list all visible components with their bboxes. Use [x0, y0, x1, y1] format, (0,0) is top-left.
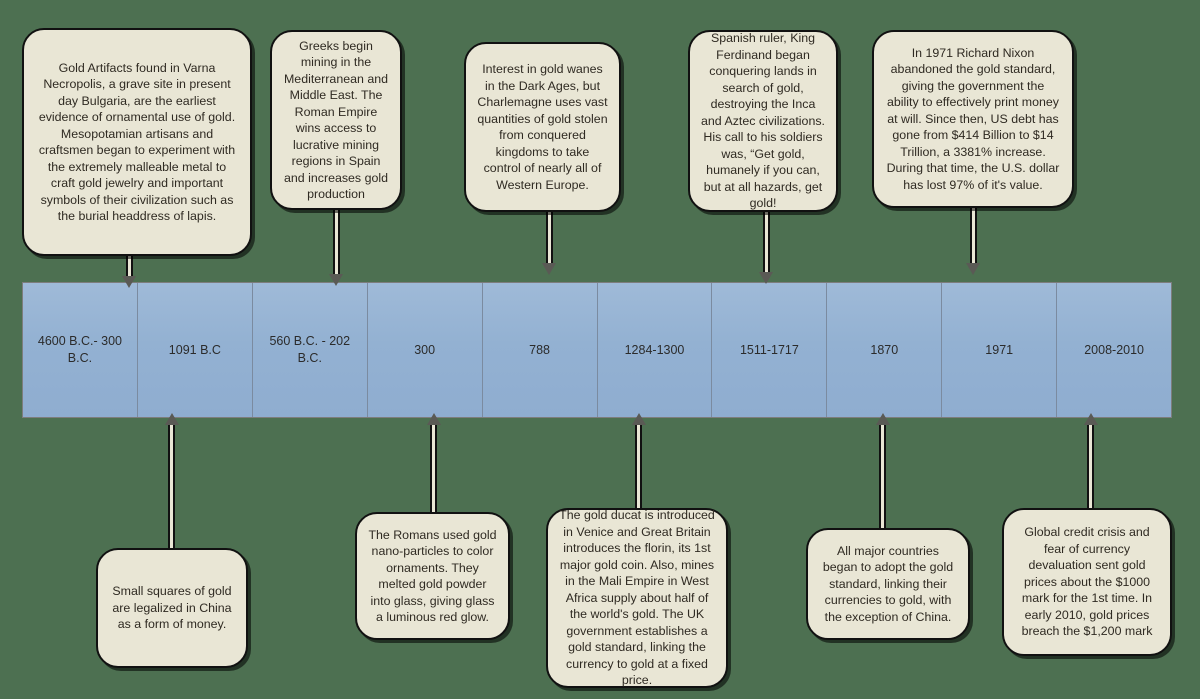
connector-stem-nixon [970, 204, 977, 266]
connector-stem-ducat-florin [635, 424, 642, 512]
timeline-cell-9[interactable]: 2008-2010 [1057, 283, 1171, 417]
callout-global-gold-standard[interactable]: All major countries began to adopt the g… [806, 528, 970, 640]
callout-text: Interest in gold wanes in the Dark Ages,… [477, 62, 608, 192]
timeline-cell-2[interactable]: 560 B.C. - 202 B.C. [253, 283, 368, 417]
timeline-cell-label: 1870 [870, 342, 899, 357]
timeline-cell-label: 788 [529, 342, 550, 357]
timeline-cell-3[interactable]: 300 [368, 283, 483, 417]
connector-arrow-credit-crisis [1084, 413, 1098, 425]
timeline-cell-1[interactable]: 1091 B.C [138, 283, 253, 417]
timeline-cell-0[interactable]: 4600 B.C.- 300 B.C. [23, 283, 138, 417]
callout-greek-roman-mining[interactable]: Greeks begin mining in the Mediterranean… [270, 30, 402, 210]
callout-text: Small squares of gold are legalized in C… [112, 584, 232, 632]
connector-arrow-roman-nanoparticles [427, 413, 441, 425]
connector-arrow-dark-ages [542, 263, 556, 275]
callout-text: All major countries began to adopt the g… [822, 543, 954, 624]
callout-text: Global credit crisis and fear of currenc… [1021, 525, 1153, 639]
connector-stem-global-gold-standard [879, 424, 886, 532]
callout-text: In 1971 Richard Nixon abandoned the gold… [886, 45, 1060, 192]
timeline-cell-5[interactable]: 1284-1300 [598, 283, 713, 417]
connector-arrow-nixon [966, 263, 980, 275]
timeline-cell-label: 4600 B.C.- 300 B.C. [37, 334, 122, 365]
callout-dark-ages-charlemagne[interactable]: Interest in gold wanes in the Dark Ages,… [464, 42, 621, 212]
timeline-cell-8[interactable]: 1971 [942, 283, 1058, 417]
callout-china-gold-squares[interactable]: Small squares of gold are legalized in C… [96, 548, 248, 668]
connector-stem-ferdinand [763, 209, 770, 275]
timeline-cell-label: 300 [414, 342, 436, 357]
timeline-cell-label: 1091 B.C [168, 342, 221, 357]
connector-stem-greek-roman [333, 206, 340, 278]
callout-global-credit-crisis[interactable]: Global credit crisis and fear of currenc… [1002, 508, 1172, 656]
connector-arrow-china-squares [165, 413, 179, 425]
callout-text: Greeks begin mining in the Mediterranean… [283, 38, 388, 202]
callout-ducat-florin-mali[interactable]: The gold ducat is introduced in Venice a… [546, 508, 728, 688]
timeline-cell-6[interactable]: 1511-1717 [712, 283, 828, 417]
callout-nixon-gold-standard[interactable]: In 1971 Richard Nixon abandoned the gold… [872, 30, 1074, 208]
connector-arrow-ducat-florin [632, 413, 646, 425]
timeline-cell-7[interactable]: 1870 [827, 283, 943, 417]
timeline-cell-4[interactable]: 788 [483, 283, 598, 417]
connector-stem-china-squares [168, 424, 175, 552]
callout-text: Gold Artifacts found in Varna Necropolis… [38, 60, 236, 224]
callout-text: Spanish ruler, King Ferdinand began conq… [701, 31, 825, 211]
connector-stem-credit-crisis [1087, 424, 1094, 512]
callout-text: The gold ducat is introduced in Venice a… [559, 508, 715, 688]
timeline-cell-label: 1284-1300 [624, 342, 685, 357]
connector-arrow-varna [122, 276, 136, 288]
callout-varna-necropolis[interactable]: Gold Artifacts found in Varna Necropolis… [22, 28, 252, 256]
callout-roman-nanoparticles[interactable]: The Romans used gold nano-particles to c… [355, 512, 510, 640]
connector-arrow-global-gold-standard [876, 413, 890, 425]
timeline-bar: 4600 B.C.- 300 B.C. 1091 B.C 560 B.C. - … [22, 282, 1172, 418]
connector-arrow-greek-roman [329, 274, 343, 286]
connector-arrow-ferdinand [759, 272, 773, 284]
timeline-cell-label: 1511-1717 [739, 342, 799, 357]
connector-stem-varna [126, 250, 133, 278]
connector-stem-roman-nanoparticles [430, 424, 437, 517]
callout-king-ferdinand[interactable]: Spanish ruler, King Ferdinand began conq… [688, 30, 838, 212]
timeline-cell-label: 1971 [985, 342, 1014, 357]
callout-text: The Romans used gold nano-particles to c… [368, 527, 497, 625]
connector-stem-dark-ages [546, 208, 553, 266]
timeline-cell-label: 2008-2010 [1084, 342, 1144, 357]
timeline-cell-label: 560 B.C. - 202 B.C. [269, 334, 351, 365]
